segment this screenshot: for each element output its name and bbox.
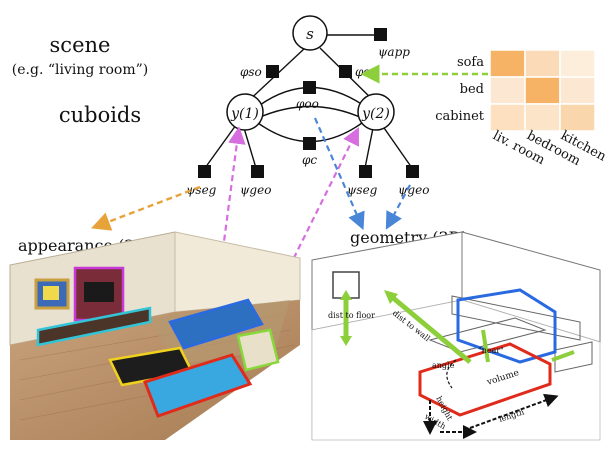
- root-node: [292, 15, 328, 51]
- factor-seg-right-label: ψseg: [347, 183, 378, 197]
- cuboid-node-2-label: y(2): [361, 106, 390, 122]
- factor-squares: [198, 28, 419, 178]
- geo-to-geometry-arrow: [385, 184, 411, 230]
- cuboid-node-1-label: y(1): [230, 106, 259, 122]
- near-arrow: [481, 329, 490, 363]
- geom-front-sofa-box: [418, 342, 552, 417]
- front-sofa-box: [143, 353, 253, 418]
- matrix-row-bed: bed: [460, 82, 484, 97]
- cuboid-node-2: [357, 93, 395, 131]
- matrix-cell-cabinet-1: [524, 103, 561, 132]
- factor-so-left-label: φso: [240, 65, 262, 79]
- oo-to-geometry-arrow: [313, 117, 365, 231]
- factor-geo-left-label: ψgeo: [240, 183, 271, 197]
- scene-title: scene: [50, 33, 111, 57]
- cuboids-label: cuboids: [59, 103, 141, 127]
- matrix-cell-cabinet-0: [489, 103, 526, 132]
- dist-to-wall-arrow: [390, 295, 472, 364]
- table-to-node2-arrow: [257, 127, 359, 331]
- geom-sofa-box: [456, 288, 557, 364]
- geometry-render: [311, 231, 601, 441]
- scene-example: (e.g. “living room”): [12, 62, 148, 78]
- matrix-row-cabinet: cabinet: [435, 109, 485, 124]
- matrix-cell-sofa-1: [524, 49, 561, 78]
- matrix-cell-bed-1: [524, 76, 561, 105]
- near-label: "near": [478, 346, 504, 355]
- factor-geo-right-label: ψgeo: [398, 183, 429, 197]
- low-cabinet-box: [36, 306, 152, 347]
- factor-c-label: φc: [302, 153, 317, 167]
- living-room-render: [9, 231, 301, 440]
- root-node-label: s: [306, 25, 314, 43]
- angle-arc: [446, 359, 457, 389]
- appearance-arrow: [91, 185, 201, 231]
- matrix-cell-cabinet-2: [559, 103, 596, 132]
- factor-app-label: ψapp: [378, 45, 410, 59]
- sofa-back-box: [168, 298, 264, 350]
- factor-seg-left-label: ψseg: [186, 183, 217, 197]
- factor-oo-label: φoo: [296, 97, 319, 111]
- angle-label: angle: [432, 361, 455, 370]
- matrix-cell-sofa-2: [559, 49, 596, 78]
- matrix-row-sofa: sofa: [457, 55, 484, 70]
- length-arrow: [469, 393, 559, 429]
- matrix-cell-sofa-0: [489, 49, 526, 78]
- dist-to-floor-label: dist to floor: [328, 311, 375, 320]
- matrix-cell-bed-2: [559, 76, 596, 105]
- factor-so-right-label: φso: [355, 65, 377, 79]
- matrix-cell-bed-0: [489, 76, 526, 105]
- cooccurrence-matrix: [489, 49, 596, 132]
- end-table-box: [236, 328, 280, 372]
